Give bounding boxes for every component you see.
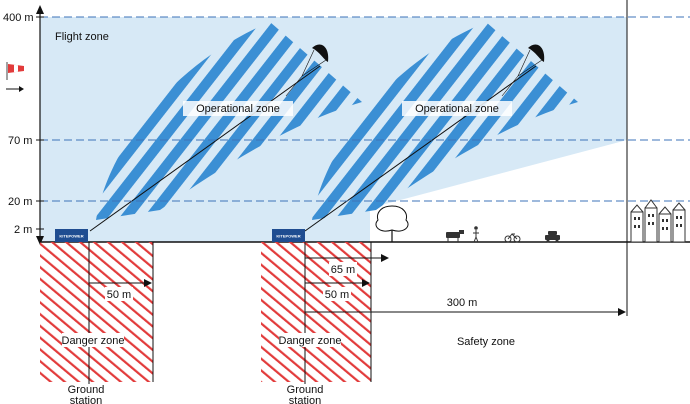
distance-label-50-left: 50 m xyxy=(107,289,131,301)
cow-icon xyxy=(446,230,464,242)
axis-arrow-bottom xyxy=(36,236,44,245)
axis-arrow-top xyxy=(36,5,44,14)
altitude-label-70: 70 m xyxy=(8,135,32,147)
ground-station-left: KITEPOWER xyxy=(55,229,88,242)
altitude-label-20: 20 m xyxy=(8,196,32,208)
ground-station-right: KITEPOWER xyxy=(272,229,305,242)
danger-zone-label-left: Danger zone xyxy=(62,335,125,347)
kite-icon xyxy=(501,44,545,97)
danger-zone-label-right: Danger zone xyxy=(279,335,342,347)
bicycle-icon xyxy=(504,233,521,243)
wind-arrow-icon xyxy=(6,86,24,92)
flight-zone-label: Flight zone xyxy=(55,31,109,43)
altitude-label-400: 400 m xyxy=(3,12,34,24)
car-icon xyxy=(545,231,560,243)
ground-station-label-left-line2: station xyxy=(70,395,102,404)
operational-zone-label-right: Operational zone xyxy=(415,103,499,115)
kite-icon xyxy=(285,44,329,97)
ground-station-label-right-line2: station xyxy=(289,395,321,404)
operational-zone-right xyxy=(312,22,578,220)
distance-label-50-right: 50 m xyxy=(325,289,349,301)
houses-icon xyxy=(630,199,686,243)
altitude-label-2: 2 m xyxy=(14,224,32,236)
operational-zone-label-left: Operational zone xyxy=(196,103,280,115)
person-icon xyxy=(473,226,479,243)
tree-icon xyxy=(375,205,409,242)
tether-right xyxy=(304,65,537,232)
ground-station-label-right-line1: Ground xyxy=(287,384,324,396)
danger-zone-left xyxy=(40,242,153,382)
ground-station-label-left-line1: Ground xyxy=(68,384,105,396)
operational-zone-left xyxy=(96,22,362,220)
distance-label-300: 300 m xyxy=(447,297,478,309)
tether-left xyxy=(89,65,321,232)
ground-station-badge: KITEPOWER xyxy=(276,234,300,239)
safety-zone-label: Safety zone xyxy=(457,336,515,348)
windsock-icon xyxy=(6,62,24,80)
distance-label-65: 65 m xyxy=(331,264,355,276)
ground-station-badge: KITEPOWER xyxy=(59,234,83,239)
